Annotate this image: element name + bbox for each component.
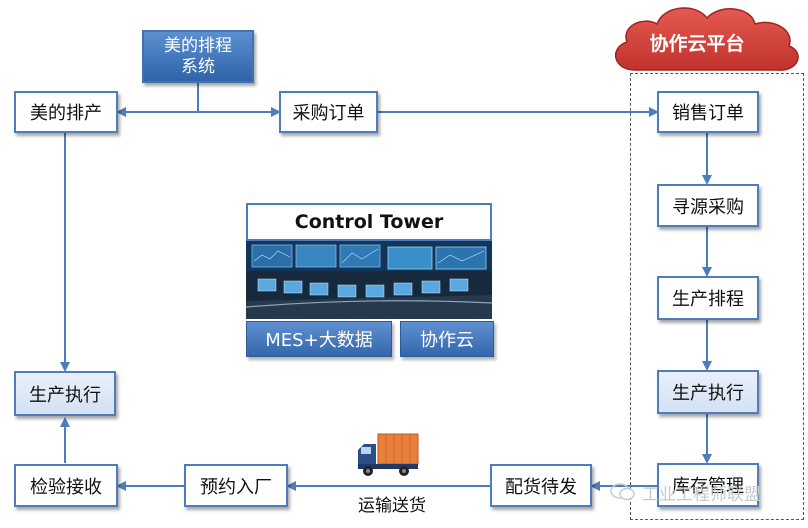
mes-bigdata-label: MES+大数据 xyxy=(265,330,373,351)
truck-icon xyxy=(358,433,419,476)
mes-bigdata-button[interactable]: MES+大数据 xyxy=(246,321,392,357)
production-execution-right-label: 生产执行 xyxy=(672,383,744,404)
collab-cloud-label: 协作云 xyxy=(420,330,474,351)
watermark-text: 工业工程师联盟 xyxy=(642,484,761,505)
inspection-receipt-label: 检验接收 xyxy=(30,476,102,498)
sourcing-box[interactable]: 寻源采购 xyxy=(657,184,759,227)
midea-scheduling-label: 美的排产 xyxy=(30,103,102,124)
control-room-image xyxy=(246,241,492,319)
booking-inbound-box[interactable]: 预约入厂 xyxy=(184,464,288,507)
purchase-order-box[interactable]: 采购订单 xyxy=(279,91,378,133)
booking-inbound-label: 预约入厂 xyxy=(200,476,272,498)
purchase-order-label: 采购订单 xyxy=(292,103,365,124)
control-tower-title: Control Tower xyxy=(246,203,492,241)
sourcing-label: 寻源采购 xyxy=(672,196,744,218)
scheduling-system-label: 美的排程 系统 xyxy=(164,35,232,77)
cloud-icon xyxy=(615,7,799,71)
sales-order-box[interactable]: 销售订单 xyxy=(657,91,759,133)
cloud-platform-frame xyxy=(630,73,804,520)
production-execution-right-box[interactable]: 生产执行 xyxy=(657,370,759,414)
scheduling-system-box[interactable]: 美的排程 系统 xyxy=(142,30,254,83)
collab-cloud-button[interactable]: 协作云 xyxy=(400,321,494,357)
pick-ship-label: 配货待发 xyxy=(505,476,577,498)
inventory-management-box[interactable]: 库存管理 xyxy=(657,463,759,507)
inspection-receipt-box[interactable]: 检验接收 xyxy=(14,464,118,507)
production-scheduling-label: 生产排程 xyxy=(672,289,744,310)
wechat-icon xyxy=(610,483,635,501)
sales-order-label: 销售订单 xyxy=(672,103,744,124)
watermark: 工业工程师联盟 xyxy=(610,478,800,506)
inventory-management-label: 库存管理 xyxy=(672,476,744,497)
cloud-platform-label: 协作云平台 xyxy=(649,33,745,55)
production-execution-left-label: 生产执行 xyxy=(29,384,101,406)
shipping-label: 运输送货 xyxy=(358,496,426,516)
pick-ship-box[interactable]: 配货待发 xyxy=(490,464,592,507)
midea-scheduling-box[interactable]: 美的排产 xyxy=(14,91,118,133)
production-execution-left-box[interactable]: 生产执行 xyxy=(14,371,116,416)
production-scheduling-box[interactable]: 生产排程 xyxy=(657,276,759,320)
